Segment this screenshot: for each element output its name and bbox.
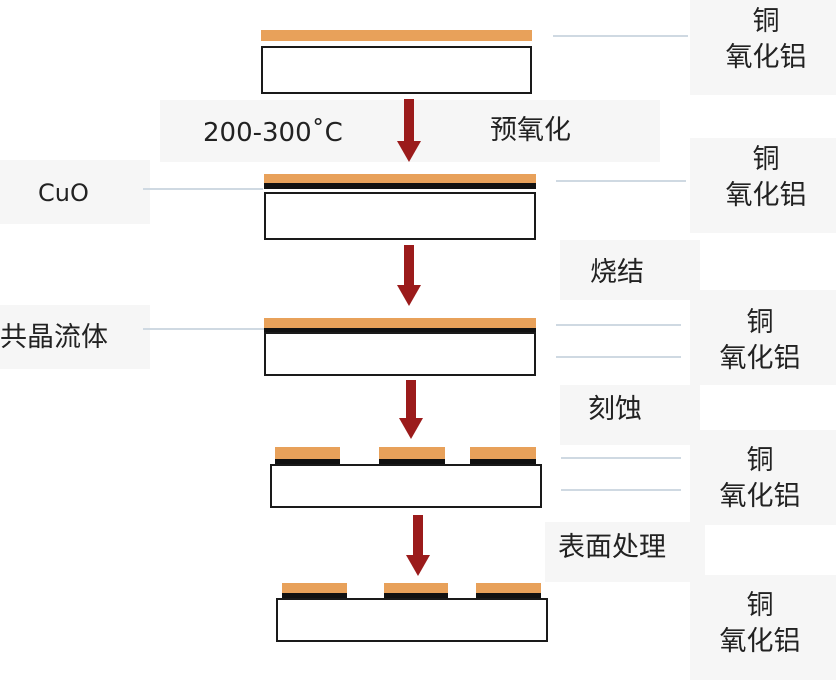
temperature-label: 200-300˚C (203, 118, 343, 148)
alumina-substrate (264, 192, 536, 240)
process-arrow (406, 515, 430, 576)
copper-pad (470, 447, 536, 459)
material-label: 铜 氧化铝 (719, 590, 801, 657)
copper-layer (264, 174, 536, 183)
cuo-layer (264, 183, 536, 189)
copper-layer (261, 30, 532, 41)
leader-line (553, 35, 688, 37)
alumina-substrate (276, 598, 548, 642)
oxide-pad (282, 593, 347, 599)
material-label: 铜 氧化铝 (725, 144, 807, 211)
process-arrow (397, 245, 421, 306)
bg-panel (560, 385, 700, 445)
eutectic-label: 共晶流体 (0, 322, 108, 353)
oxide-pad (275, 459, 340, 465)
leader-line (556, 180, 686, 182)
bg-panel (690, 575, 836, 680)
bg-panel (545, 522, 705, 582)
bg-panel (0, 305, 150, 369)
material-label: 铜 氧化铝 (719, 445, 801, 512)
leader-line (143, 188, 263, 190)
material-label: 铜 氧化铝 (719, 307, 801, 374)
copper-pad (275, 447, 340, 459)
leader-line (556, 324, 681, 326)
process-arrow (397, 99, 421, 162)
bg-panel (690, 430, 836, 525)
oxide-pad (379, 459, 445, 465)
etching-label: 刻蚀 (588, 394, 642, 425)
leader-line (143, 328, 265, 330)
material-label: 铜 氧化铝 (725, 6, 807, 73)
bg-panel (0, 160, 150, 224)
leader-line (556, 356, 681, 358)
alumina-substrate (264, 332, 536, 376)
preoxidation-label: 预氧化 (490, 115, 571, 146)
copper-layer (264, 318, 536, 328)
copper-pad (476, 583, 541, 593)
copper-pad (384, 583, 448, 593)
oxide-pad (476, 593, 541, 599)
leader-line (561, 457, 681, 459)
alumina-substrate (270, 464, 542, 508)
bg-panel (690, 0, 836, 95)
bg-panel (690, 290, 836, 385)
cuo-layer (264, 328, 536, 333)
surface-treatment-label: 表面处理 (558, 532, 666, 563)
oxide-pad (470, 459, 536, 465)
bg-panel (690, 138, 836, 233)
copper-pad (379, 447, 445, 459)
oxide-pad (384, 593, 448, 599)
leader-line (561, 489, 681, 491)
sintering-label: 烧结 (590, 257, 644, 288)
process-arrow (399, 380, 423, 439)
alumina-substrate (261, 46, 532, 94)
copper-pad (282, 583, 347, 593)
cuo-label: CuO (38, 179, 89, 207)
bg-panel (560, 240, 700, 300)
